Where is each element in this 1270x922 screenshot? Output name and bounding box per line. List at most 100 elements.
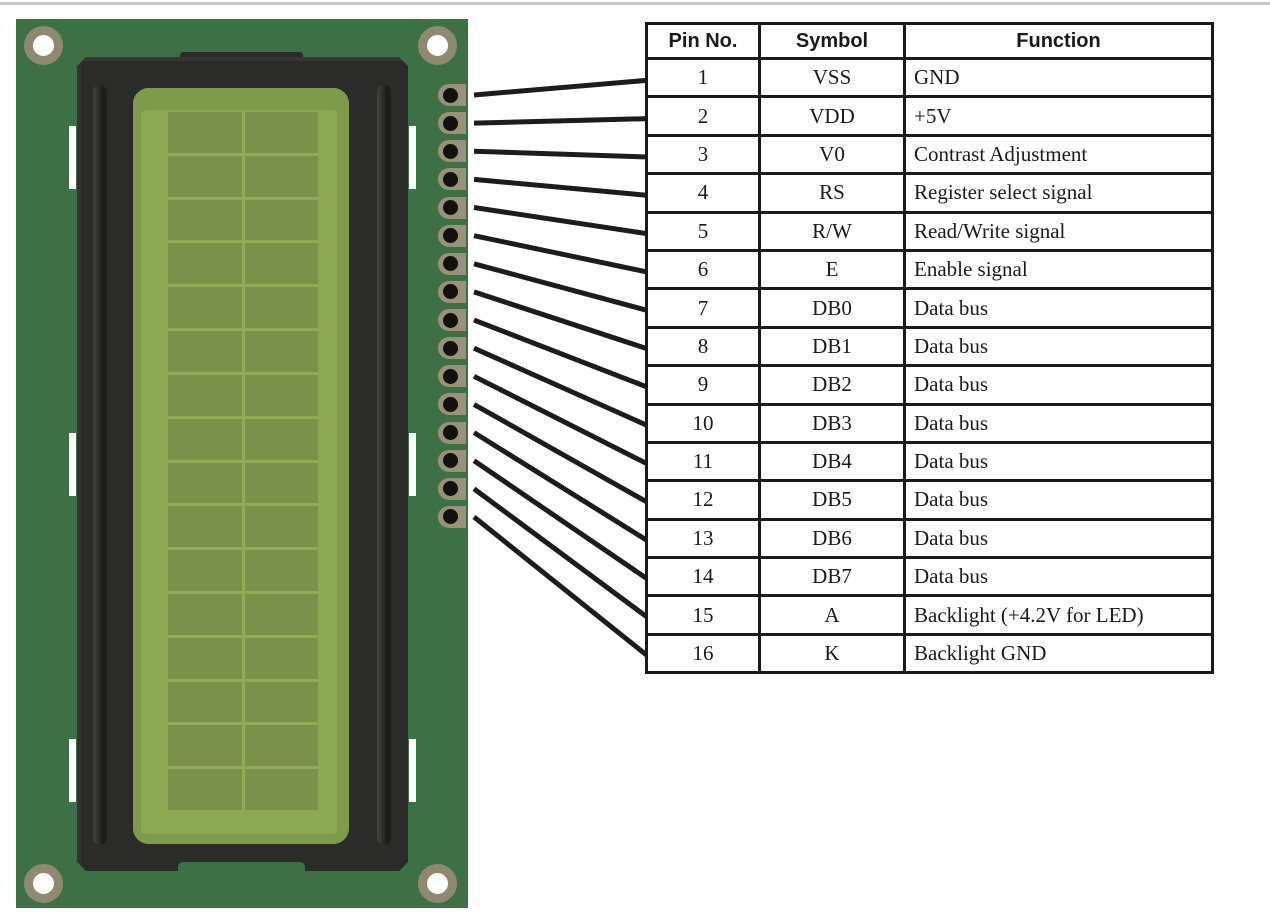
pin-number-cell: 4 — [645, 172, 761, 214]
lcd-character-cell — [168, 243, 242, 285]
pin-connector-line — [472, 374, 650, 467]
pin-number-cell: 8 — [645, 325, 761, 368]
symbol-cell: VDD — [758, 95, 906, 137]
bezel-side-tab — [409, 739, 416, 802]
pin-pad — [438, 477, 466, 500]
pin-connector-line — [472, 430, 650, 544]
lcd-character-cell — [244, 725, 318, 767]
pin-connector-line — [472, 402, 650, 505]
function-cell: Read/Write signal — [903, 210, 1214, 252]
pin-number-cell: 5 — [645, 210, 761, 252]
function-cell: Data bus — [903, 479, 1214, 521]
function-cell: Backlight (+4.2V for LED) — [903, 594, 1214, 636]
pin-number-cell: 6 — [645, 248, 761, 291]
symbol-cell: A — [758, 594, 906, 636]
pin-connector-line — [472, 514, 650, 659]
pin-pad — [438, 252, 466, 275]
bezel-groove-left — [93, 85, 107, 845]
symbol-cell: DB6 — [758, 517, 906, 560]
lcd-character-cell — [168, 769, 242, 810]
symbol-cell: VSS — [758, 56, 906, 99]
lcd-character-cell — [168, 506, 242, 548]
function-cell: Data bus — [903, 325, 1214, 368]
lcd-character-cell — [168, 331, 242, 372]
function-cell: Data bus — [903, 440, 1214, 483]
pin-hole — [443, 228, 458, 244]
pin-pad — [438, 421, 466, 444]
pin-pad — [438, 112, 466, 135]
lcd-character-cell — [244, 681, 318, 723]
bezel-side-tab — [69, 433, 76, 496]
symbol-cell: K — [758, 632, 906, 675]
lcd-character-cell — [168, 550, 242, 591]
symbol-cell: DB2 — [758, 364, 906, 406]
symbol-header: Symbol — [758, 22, 906, 60]
pin-hole — [443, 115, 458, 131]
function-header: Function — [903, 22, 1214, 60]
pin-hole — [443, 509, 458, 525]
lcd-character-grid — [168, 112, 318, 810]
pin-hole — [443, 368, 458, 384]
lcd-character-cell — [244, 243, 318, 285]
lcd-character-cell — [244, 374, 318, 416]
pin-hole — [443, 256, 458, 272]
pin-connector-line — [473, 77, 649, 98]
pin-table-header-row: Pin No. Symbol Function — [645, 22, 1214, 60]
lcd-character-cell — [168, 199, 242, 241]
lcd-character-cell — [168, 681, 242, 723]
function-cell: GND — [903, 56, 1214, 99]
bezel-side-tab — [409, 126, 416, 189]
pin-number-cell: 10 — [645, 402, 761, 444]
function-cell: Enable signal — [903, 248, 1214, 291]
mounting-hole-top-left — [24, 26, 63, 65]
pin-hole — [443, 481, 458, 497]
lcd-character-cell — [244, 112, 318, 153]
symbol-cell: DB4 — [758, 440, 906, 483]
lcd-character-cell — [168, 374, 242, 416]
pin-number-cell: 13 — [645, 517, 761, 560]
pin-connector-line — [473, 116, 649, 126]
pin-connector-line — [473, 289, 649, 352]
pin-hole — [443, 396, 458, 412]
mounting-hole-top-right — [418, 26, 457, 65]
pin-hole — [443, 340, 458, 356]
lcd-character-cell — [244, 287, 318, 329]
lcd-character-cell — [168, 593, 242, 635]
pin-number-cell: 9 — [645, 364, 761, 406]
pin-connector-line — [473, 176, 649, 198]
lcd-character-cell — [244, 769, 318, 810]
mounting-hole-bottom-right — [418, 864, 457, 903]
pin-connector-line — [473, 233, 649, 275]
bezel-side-tab — [69, 126, 76, 189]
symbol-cell: DB0 — [758, 287, 906, 329]
pin-hole — [443, 453, 458, 469]
lcd-character-cell — [168, 112, 242, 153]
pin-hole — [443, 425, 458, 441]
bezel-side-tab — [69, 739, 76, 802]
pin-number-cell: 16 — [645, 632, 761, 675]
symbol-cell: V0 — [758, 133, 906, 176]
lcd-character-cell — [244, 637, 318, 679]
lcd-character-cell — [168, 637, 242, 679]
bezel-bottom-notch — [178, 862, 305, 872]
pin-hole — [443, 143, 458, 159]
function-cell: Data bus — [903, 556, 1214, 598]
lcd-character-cell — [168, 287, 242, 329]
function-cell: Data bus — [903, 517, 1214, 560]
